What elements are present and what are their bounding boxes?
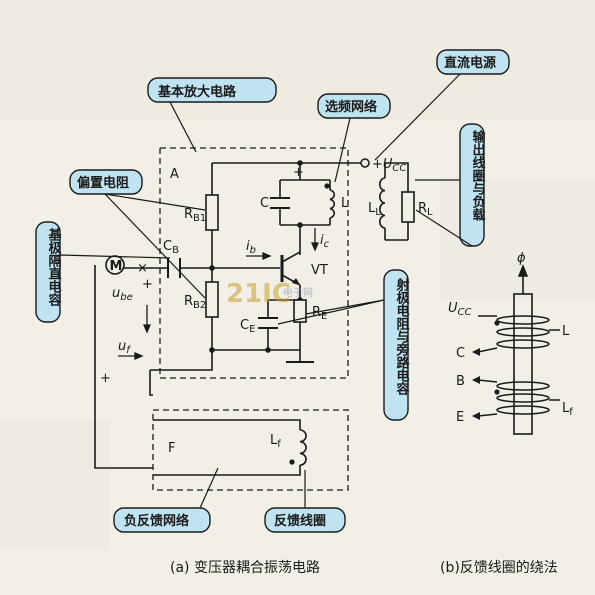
motor-label: M	[110, 259, 123, 274]
label-l: L	[341, 196, 349, 211]
callout-neg-feedback: 负反馈网络	[124, 513, 189, 529]
label-rb1: RB1	[184, 207, 206, 224]
label-rb2: RB2	[184, 294, 206, 311]
winding-phi: ϕ	[517, 251, 526, 266]
label-rl: RL	[418, 201, 433, 218]
callout-freq-select-box	[317, 93, 391, 119]
resistor-rb2	[205, 281, 219, 318]
label-ucc: +UCC	[372, 157, 406, 174]
callout-basic-amp-box	[147, 77, 277, 103]
label-cb: CB	[163, 239, 179, 256]
label-uf: uf	[118, 339, 131, 356]
winding-b: B	[456, 374, 465, 389]
label-lf: Lf	[270, 433, 281, 450]
callout-dc-supply-box	[436, 49, 510, 75]
coil-l	[329, 189, 336, 219]
watermark-logo: 21IC 电子网	[226, 279, 313, 309]
callout-base-coupling-cap: 基极隔直电容	[46, 227, 63, 307]
callout-emitter-bypass: 射极电阻与旁路电容	[394, 277, 411, 396]
caption-a: (a) 变压器耦合振荡电路	[170, 560, 320, 576]
winding-lf: Lf	[562, 401, 573, 418]
winding-ucc: UCC	[448, 301, 471, 318]
label-ib: ib	[246, 239, 256, 256]
label-f: F	[168, 441, 175, 456]
label-ll: LL	[368, 201, 381, 218]
feedback-dashed-box	[152, 409, 349, 491]
supply-terminal	[360, 158, 370, 168]
plus-ube: +	[142, 277, 153, 292]
label-ce: CE	[240, 318, 255, 335]
label-re: RE	[312, 305, 327, 322]
label-a: A	[170, 167, 179, 182]
coil-lf	[299, 429, 307, 466]
resistor-re	[293, 299, 307, 323]
plus-uf: +	[100, 371, 111, 386]
callout-basic-amp: 基本放大电路	[157, 84, 237, 100]
winding-e: E	[456, 410, 464, 425]
current-arrows	[118, 228, 319, 360]
winding-l: L	[562, 324, 570, 339]
svg-text:21IC: 21IC	[226, 279, 291, 309]
callout-bubbles	[35, 49, 510, 533]
break-mark: ×	[137, 261, 148, 276]
callout-freq-select: 选频网络	[325, 99, 377, 115]
callout-base-cap-box	[35, 221, 61, 323]
callout-feedback-coil: 反馈线圈	[274, 513, 326, 529]
label-vt: VT	[311, 263, 328, 278]
transistor-emitter-arrow	[292, 278, 300, 285]
svg-text:电子网: 电子网	[283, 286, 313, 299]
resistors	[205, 191, 415, 323]
winding-diagram	[477, 263, 560, 417]
motor-symbol: M	[105, 255, 125, 275]
background-page-texture	[0, 0, 595, 550]
capacitors	[167, 197, 290, 329]
winding-c: C	[456, 346, 465, 361]
callout-output-load: 输出线圈与负载	[470, 129, 486, 222]
caption-b: (b)反馈线圈的绕法	[440, 560, 558, 576]
coil-ll	[378, 177, 386, 229]
circuit-wires	[94, 162, 533, 476]
label-c: C	[260, 196, 269, 211]
label-ic: ic	[320, 233, 330, 250]
plus-tank: +	[293, 165, 304, 180]
inductors	[299, 177, 386, 466]
winding-arrows	[472, 320, 500, 420]
amplifier-dashed-box	[159, 147, 349, 379]
resistor-rl	[401, 191, 415, 223]
callout-pointers	[59, 73, 473, 509]
label-ube: ube	[112, 286, 133, 303]
resistor-rb1	[205, 194, 219, 231]
callout-neg-feedback-box	[113, 507, 211, 533]
callout-bias-resistor: 偏置电阻	[77, 175, 129, 191]
callout-dc-supply: 直流电源	[444, 55, 496, 71]
callout-emitter-box	[383, 269, 409, 421]
